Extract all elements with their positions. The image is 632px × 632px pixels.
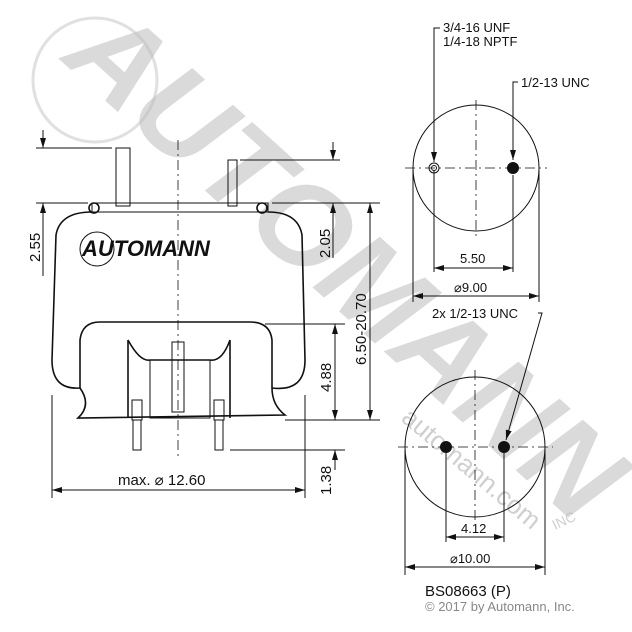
dim-diameter-top: ⌀9.00 xyxy=(454,280,487,295)
callout-air-2: 1/4-18 NPTF xyxy=(443,34,517,49)
dim-spacing-top: 5.50 xyxy=(460,251,485,266)
nut-right xyxy=(213,399,225,421)
dim-top-right: 2.05 xyxy=(317,229,334,258)
dim-spacing-bottom: 4.12 xyxy=(461,521,486,536)
piston-core xyxy=(149,359,211,419)
watermark-logo-ring xyxy=(31,16,159,144)
callout-air-1: 3/4-16 UNF xyxy=(443,20,510,35)
bellows-right xyxy=(267,211,306,390)
dim-piston: 4.88 xyxy=(318,363,335,392)
piston-cup xyxy=(127,339,231,418)
bottom-stud-left xyxy=(132,419,142,451)
side-view: AUTOMANN 2.55 2.05 6.50-20.70 4.88 1.38 … xyxy=(27,130,380,498)
top-stud-air xyxy=(115,147,131,207)
top-stud xyxy=(227,159,238,207)
bottom-view: 2x 1/2-13 UNC 4.12 ⌀10.00 xyxy=(398,306,553,575)
piston xyxy=(75,321,288,419)
dim-stud: 1.38 xyxy=(318,466,335,495)
callout-stud: 1/2-13 UNC xyxy=(521,75,590,90)
dim-diameter-bottom: ⌀10.00 xyxy=(450,551,490,566)
bead-left xyxy=(88,202,100,214)
stud-hole-right xyxy=(498,441,510,453)
part-number: BS08663 (P) xyxy=(425,583,511,600)
bottom-stud-right xyxy=(214,419,224,451)
bellows-left xyxy=(51,211,93,389)
dim-height-range: 6.50-20.70 xyxy=(353,293,370,365)
copyright: © 2017 by Automann, Inc. xyxy=(425,599,575,614)
dim-diameter: max. ⌀ 12.60 xyxy=(118,472,205,489)
stud-hole-left xyxy=(440,441,452,453)
bead-right xyxy=(256,202,268,214)
logo-ring xyxy=(79,231,115,267)
logo-text: AUTOMANN xyxy=(81,236,211,261)
dim-top-left: 2.55 xyxy=(27,233,44,262)
top-view: 3/4-16 UNF 1/4-18 NPTF 1/2-13 UNC 5.50 ⌀… xyxy=(405,20,590,302)
stud-hole xyxy=(507,162,519,174)
callout-bottom: 2x 1/2-13 UNC xyxy=(432,306,518,321)
